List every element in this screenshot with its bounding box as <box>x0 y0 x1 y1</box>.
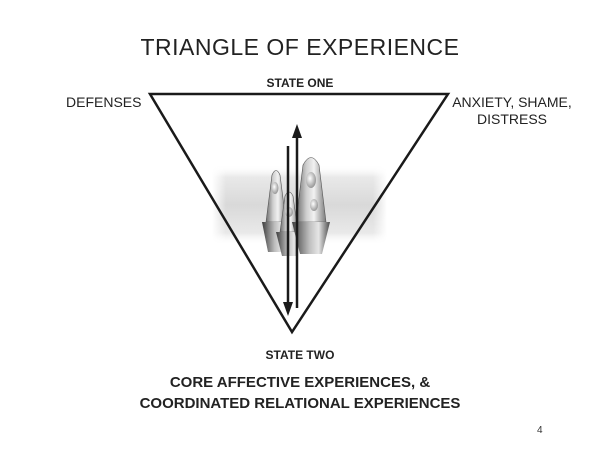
lava-lamp-image <box>262 157 330 256</box>
double-arrow-icon <box>283 124 302 316</box>
state-two-label: STATE TWO <box>265 348 335 362</box>
diagram-title: TRIANGLE OF EXPERIENCE <box>140 34 460 60</box>
anxiety-label: ANXIETY, SHAME, DISTRESS <box>448 94 576 128</box>
triangle-outline <box>147 92 451 335</box>
core-caption: CORE AFFECTIVE EXPERIENCES, & COORDINATE… <box>0 372 600 414</box>
anxiety-label-line1: ANXIETY, SHAME, <box>452 94 572 110</box>
core-caption-line2: COORDINATED RELATIONAL EXPERIENCES <box>139 395 461 412</box>
state-one-label: STATE ONE <box>266 76 334 90</box>
defenses-label: DEFENSES <box>66 94 142 110</box>
anxiety-label-line2: DISTRESS <box>476 111 547 127</box>
core-caption-line1: CORE AFFECTIVE EXPERIENCES, & <box>169 374 431 391</box>
page-number: 4 <box>537 425 543 436</box>
